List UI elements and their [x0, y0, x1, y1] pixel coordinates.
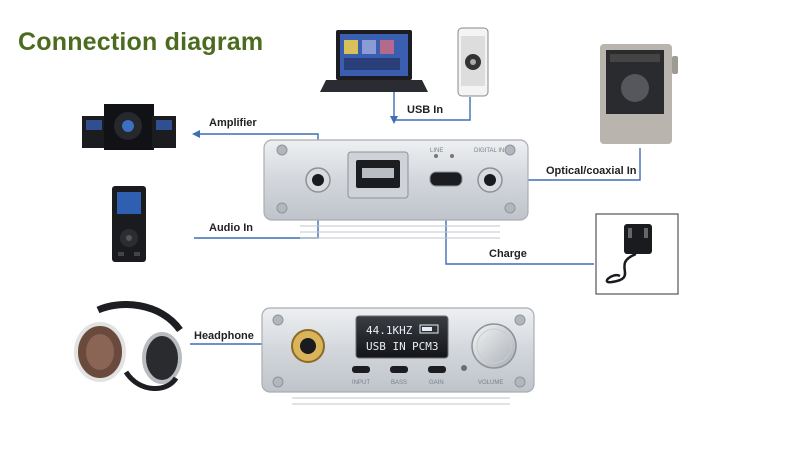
laptop-icon: [320, 30, 428, 92]
headphone-label: Headphone: [194, 330, 254, 342]
audio-in-label: Audio In: [209, 222, 253, 234]
amplifier-arrow: [192, 130, 200, 138]
usb-in-label: USB In: [407, 104, 444, 116]
dac-front-panel: 44.1KHZ USB IN PCM3 INPUT BASS GAIN VOLU…: [261, 307, 535, 405]
oled-input: USB IN: [366, 340, 406, 353]
usb-in-arrow: [390, 116, 398, 124]
amplifier-label: Amplifier: [209, 117, 257, 129]
smartphone-icon: [457, 27, 489, 97]
charger-icon: [595, 213, 679, 295]
input-switch-label: INPUT: [352, 380, 370, 386]
dac-rear-panel: LINE DIGITAL IN: [263, 139, 529, 239]
speaker-system-icon: [82, 104, 176, 150]
line-port-label: LINE: [430, 148, 443, 154]
oled-format: PCM3: [412, 340, 439, 353]
headphones-icon: [74, 301, 183, 391]
digital-in-port-label: DIGITAL IN: [474, 148, 504, 154]
optical-line: [508, 148, 641, 181]
charge-label: Charge: [489, 248, 527, 260]
usb-in-line: [393, 92, 471, 121]
optical-coaxial-in-label: Optical/coaxial In: [546, 165, 637, 177]
volume-knob-label: VOLUME: [478, 380, 503, 386]
hires-player-icon: [600, 44, 678, 144]
gain-switch-label: GAIN: [429, 380, 444, 386]
page-title: Connection diagram: [18, 28, 264, 56]
portable-player-icon: [112, 186, 146, 262]
oled-sample-rate: 44.1KHZ: [366, 324, 413, 337]
bass-switch-label: BASS: [391, 380, 407, 386]
